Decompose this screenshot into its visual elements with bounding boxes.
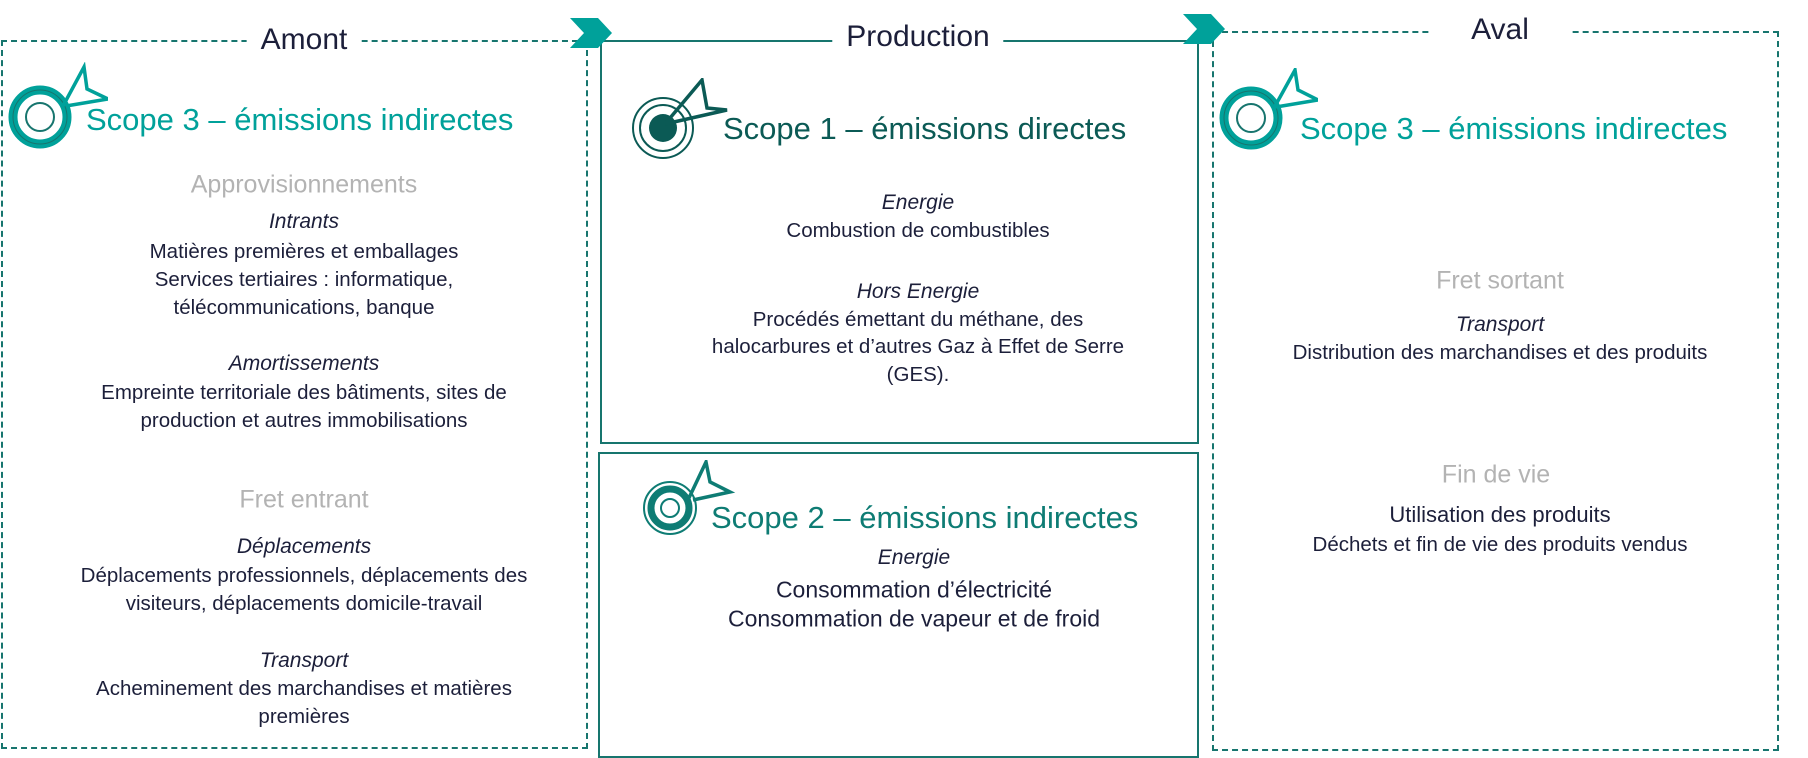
group-title: Energie [877, 546, 951, 569]
amont-header: Amont [246, 23, 362, 57]
section-label: Fret entrant [239, 485, 369, 514]
group-line: Matières premières et emballages [149, 240, 459, 263]
aval-scope-title: Scope 3 – émissions indirectes [1300, 111, 1728, 146]
group-line: Déplacements professionnels, déplacement… [80, 564, 528, 587]
group-title: Transport [259, 649, 349, 672]
group-line: Services tertiaires : informatique, [154, 268, 454, 291]
group-title: Intrants [268, 210, 340, 233]
group-title: Utilisation des produits [1389, 502, 1611, 527]
group-line: Empreinte territoriale des bâtiments, si… [101, 381, 507, 404]
production-header: Production [832, 20, 1004, 54]
group-line: Consommation de vapeur et de froid [727, 605, 1101, 632]
group-line: premières [258, 705, 350, 728]
group-line: Combustion de combustibles [786, 219, 1050, 242]
scope2-title: Scope 2 – émissions indirectes [711, 500, 1139, 535]
group-line: halocarbures et d’autres Gaz à Effet de … [711, 335, 1125, 358]
target-icon [632, 78, 728, 159]
target-icon [643, 460, 736, 535]
group-line: production et autres immobilisations [140, 409, 468, 432]
group-line: Consommation d’électricité [775, 576, 1053, 603]
target-icon [8, 62, 108, 149]
group-title: Transport [1455, 313, 1545, 336]
chevron-arrow-icon [1183, 14, 1225, 44]
group-title: Hors Energie [856, 280, 980, 303]
group-line: Déchets et fin de vie des produits vendu… [1312, 533, 1688, 556]
section-label: Fret sortant [1436, 266, 1564, 295]
group-line: visiteurs, déplacements domicile-travail [125, 592, 483, 615]
group-line: Procédés émettant du méthane, des [752, 308, 1084, 331]
group-line: Distribution des marchandises et des pro… [1292, 341, 1708, 364]
amont-scope-title: Scope 3 – émissions indirectes [86, 102, 514, 137]
group-title: Amortissements [228, 352, 380, 375]
section-label: Fin de vie [1441, 460, 1551, 489]
group-line: télécommunications, banque [173, 296, 435, 319]
group-line: (GES). [886, 363, 950, 386]
target-icon [1219, 68, 1318, 150]
chevron-arrow-icon [570, 18, 612, 48]
group-title: Déplacements [236, 535, 372, 558]
group-line: Acheminement des marchandises et matière… [96, 677, 512, 700]
scope1-title: Scope 1 – émissions directes [723, 111, 1127, 146]
section-label: Approvisionnements [190, 170, 418, 199]
group-title: Energie [881, 191, 955, 214]
aval-header: Aval [1431, 13, 1569, 47]
